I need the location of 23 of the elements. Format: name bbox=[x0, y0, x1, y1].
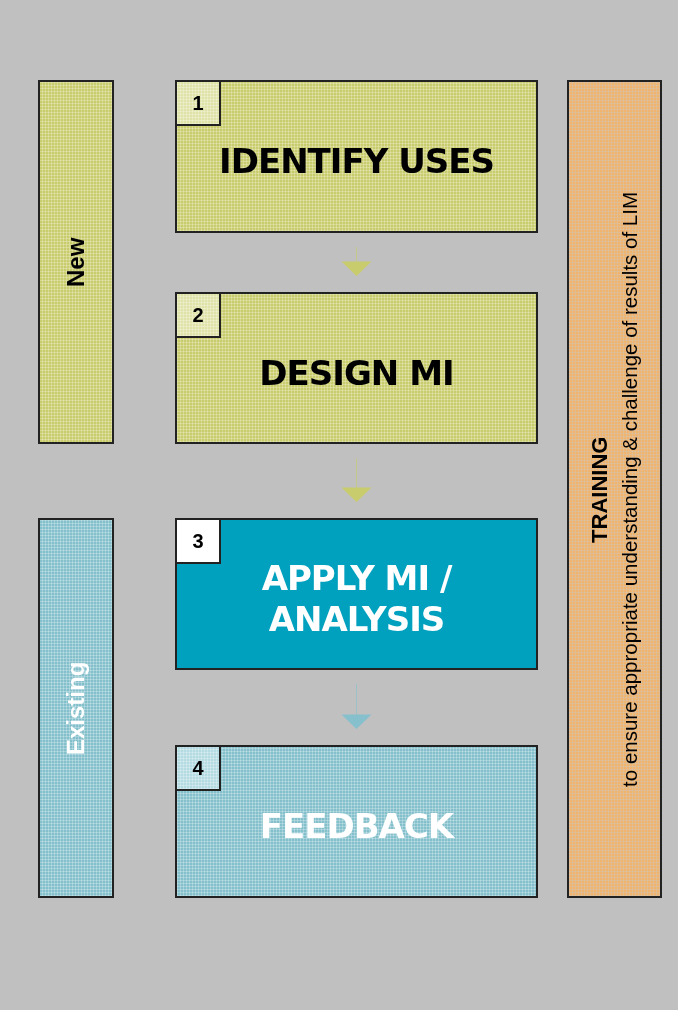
step-box bbox=[175, 292, 538, 444]
step-number: 1 bbox=[192, 91, 204, 115]
step-number-box bbox=[175, 292, 221, 338]
step-box bbox=[175, 80, 538, 233]
step-number-box bbox=[175, 518, 221, 564]
step-number-box bbox=[175, 745, 221, 791]
step-title: FEEDBACK bbox=[258, 806, 456, 847]
band-label: New bbox=[62, 237, 90, 287]
band-subtitle: to ensure appropriate understanding & challenge of results of LIM bbox=[617, 191, 642, 787]
step-number: 3 bbox=[192, 529, 204, 553]
side-band bbox=[38, 80, 114, 444]
step-title: APPLY MI / ANALYSIS bbox=[260, 558, 454, 640]
side-band bbox=[38, 518, 114, 898]
step-box bbox=[175, 745, 538, 898]
step-number: 2 bbox=[192, 303, 204, 327]
band-title: TRAINING bbox=[587, 434, 612, 545]
step-number-box bbox=[175, 80, 221, 126]
step-title: DESIGN MI bbox=[258, 352, 455, 394]
training-band bbox=[567, 80, 662, 898]
step-number: 4 bbox=[192, 756, 204, 780]
step-title: IDENTIFY USES bbox=[218, 141, 495, 182]
step-box bbox=[175, 518, 538, 670]
band-label: Existing bbox=[62, 661, 90, 755]
